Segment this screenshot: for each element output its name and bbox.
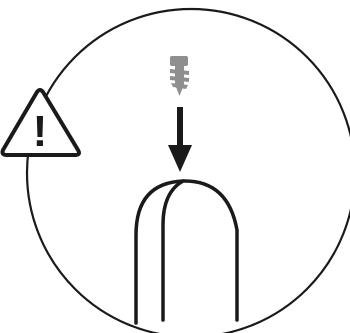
detail-circle: [27, 9, 350, 333]
warning-exclamation: !: [33, 107, 48, 156]
